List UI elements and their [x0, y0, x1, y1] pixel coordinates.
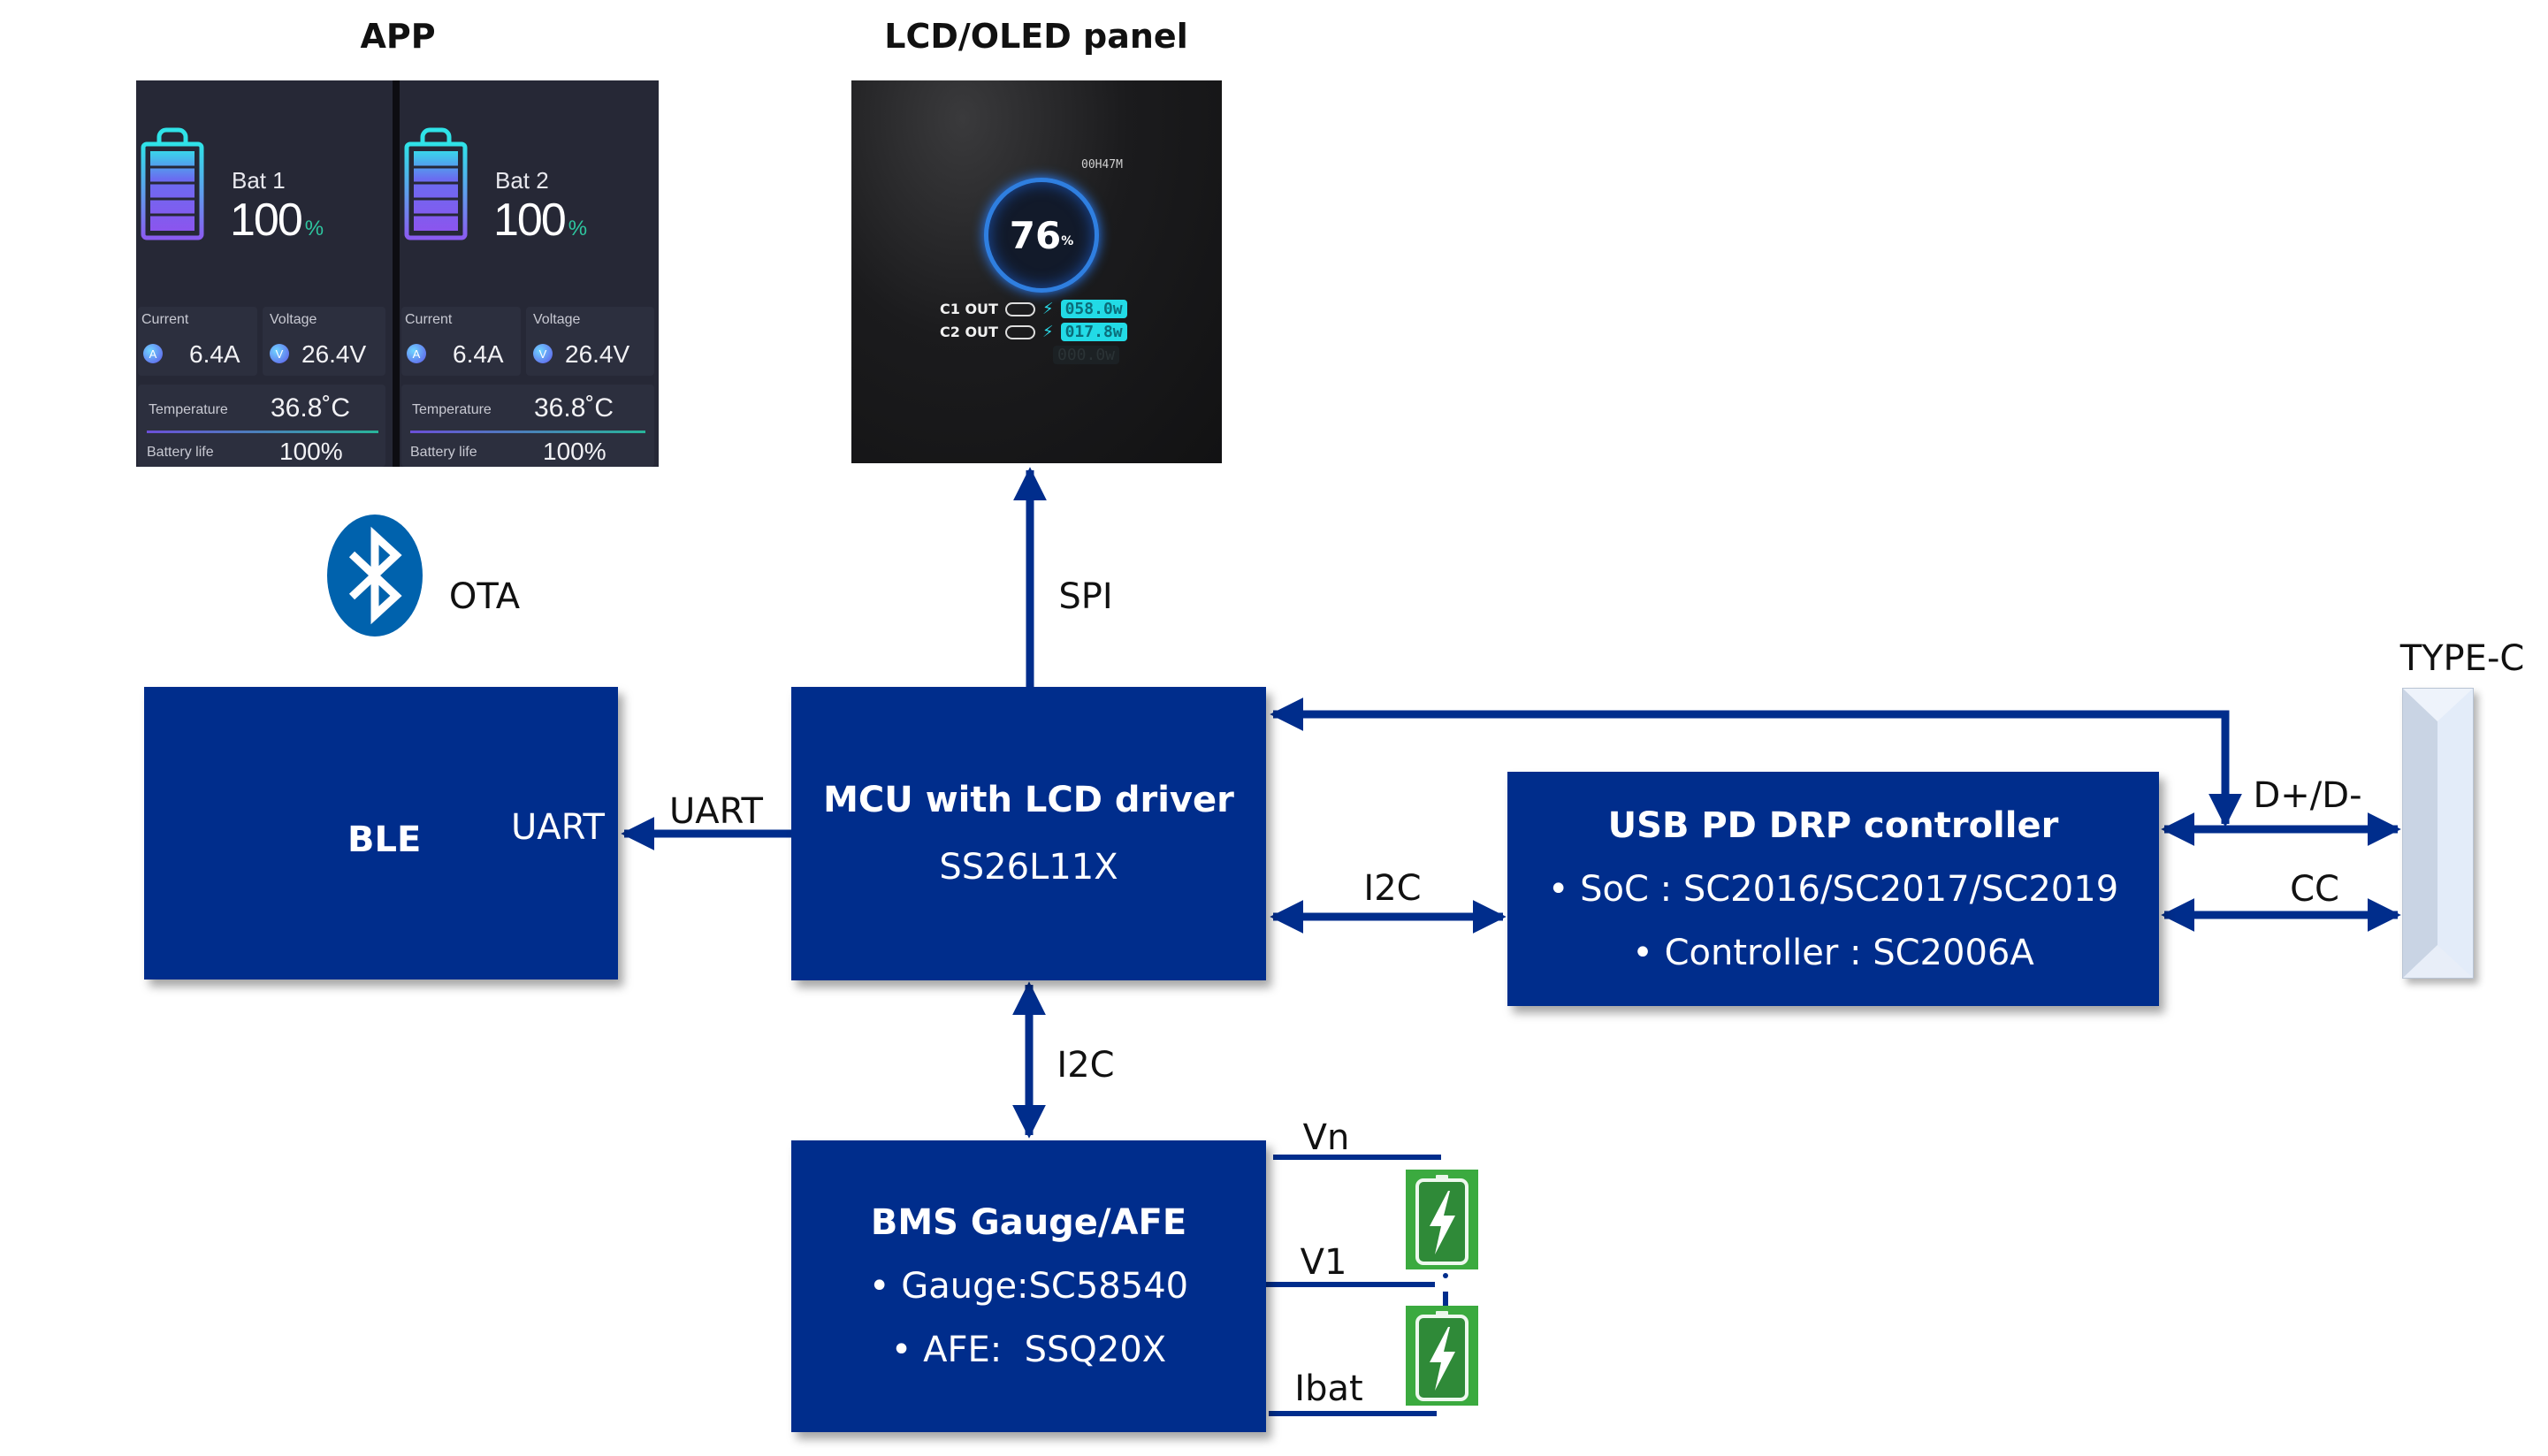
usb-c-plug-icon — [1004, 324, 1035, 339]
lightning-icon: ⚡ — [1041, 300, 1054, 318]
uart-label: UART — [669, 791, 763, 832]
stats-card: Temperature 36.8˚C Battery life 100% — [401, 385, 654, 467]
battery-percent: 100% — [230, 194, 324, 246]
temperature-bar — [147, 431, 378, 433]
stats-card: Temperature 36.8˚C Battery life 100% — [138, 385, 385, 467]
battery-name: Bat 2 — [495, 167, 549, 194]
current-value: 6.4A — [189, 340, 240, 368]
temperature-bar — [410, 431, 645, 433]
voltage-card: Voltage V 26.4V — [526, 307, 654, 376]
app-battery-card-2: Bat 2 100% Current A 6.4A Voltage V 26.4… — [400, 80, 659, 467]
voltage-icon: V — [533, 344, 553, 363]
app-battery-card-1: Bat 1 100% Current A 6.4A Voltage V 26.4… — [136, 80, 393, 467]
battery-life-value: 100% — [543, 438, 606, 465]
output-power: 058.0w — [1060, 300, 1127, 318]
battery-cell-icon — [1406, 1170, 1478, 1269]
output-label: C1 OUT — [940, 301, 998, 317]
usb-pd-controller: • Controller : SC2006A — [1632, 932, 2034, 973]
ble-block: BLE UART — [144, 687, 618, 980]
v1-label: V1 — [1300, 1242, 1347, 1283]
cc-label: CC — [2290, 869, 2339, 910]
usb-pd-title: USB PD DRP controller — [1607, 804, 2059, 846]
battery-life-label: Battery life — [147, 445, 214, 460]
current-label: Current — [405, 312, 453, 327]
lcd-output-row: C1 OUT ⚡ 058.0w — [940, 300, 1127, 318]
lightning-icon: ⚡ — [1041, 323, 1054, 341]
temperature-value: 36.8˚C — [271, 393, 351, 423]
i2c-bms-label: I2C — [1057, 1045, 1115, 1086]
mcu-block: MCU with LCD driver SS26L11X — [791, 687, 1266, 980]
type-c-label: TYPE-C — [2399, 638, 2525, 679]
type-c-connector-icon — [2402, 688, 2474, 979]
temperature-label: Temperature — [149, 402, 228, 417]
cell-link-dot — [1443, 1273, 1448, 1278]
lcd-time: 00H47M — [1081, 158, 1123, 172]
ibat-label: Ibat — [1294, 1368, 1363, 1409]
lcd-panel-title: LCD/OLED panel — [884, 17, 1188, 56]
current-card: Current A 6.4A — [138, 307, 257, 376]
dp-dm-to-mcu-arrow — [1270, 698, 2242, 827]
battery-name: Bat 1 — [232, 167, 286, 194]
charge-ring: 76% — [984, 178, 1099, 293]
usb-pd-block: USB PD DRP controller • SoC : SC2016/SC2… — [1507, 772, 2159, 1006]
bms-title: BMS Gauge/AFE — [870, 1202, 1187, 1243]
app-title: APP — [360, 17, 436, 56]
ble-title: BLE — [347, 819, 422, 860]
current-card: Current A 6.4A — [401, 307, 521, 376]
bms-gauge: • Gauge:SC58540 — [868, 1266, 1189, 1307]
battery-life-label: Battery life — [410, 445, 477, 460]
ota-label: OTA — [448, 576, 521, 617]
battery-life-value: 100% — [279, 438, 343, 465]
voltage-label: Voltage — [533, 312, 581, 327]
vn-label: Vn — [1302, 1117, 1350, 1158]
output-power: 017.8w — [1060, 323, 1127, 341]
app-divider — [393, 80, 400, 467]
bms-block: BMS Gauge/AFE • Gauge:SC58540 • AFE: SSQ… — [791, 1140, 1266, 1432]
mcu-part-number: SS26L11X — [939, 847, 1118, 888]
battery-percent: 100% — [493, 194, 587, 246]
voltage-value: 26.4V — [565, 340, 630, 368]
usb-pd-soc: • SoC : SC2016/SC2017/SC2019 — [1547, 868, 2119, 910]
current-icon: A — [407, 344, 426, 363]
battery-level-icon — [141, 127, 204, 240]
bms-afe: • AFE: SSQ20X — [890, 1330, 1167, 1370]
current-value: 6.4A — [453, 340, 504, 368]
current-label: Current — [141, 312, 189, 327]
app-screenshot: Bat 1 100% Current A 6.4A Voltage V 26.4… — [136, 80, 659, 467]
battery-cell-icon — [1406, 1306, 1478, 1406]
lcd-ghost-output: 000.0w — [1053, 346, 1120, 364]
bluetooth-icon — [327, 515, 423, 637]
lcd-panel-photo: 00H47M 76% C1 OUT ⚡ 058.0w C2 OUT ⚡ 017.… — [851, 80, 1222, 463]
temperature-label: Temperature — [412, 402, 492, 417]
ble-uart-port: UART — [511, 807, 605, 848]
voltage-label: Voltage — [270, 312, 317, 327]
voltage-card: Voltage V 26.4V — [263, 307, 385, 376]
dp-dm-label: D+/D- — [2253, 775, 2362, 816]
battery-level-icon — [404, 127, 468, 240]
charge-percent: 76% — [1009, 213, 1074, 257]
current-icon: A — [143, 344, 163, 363]
usb-c-plug-icon — [1004, 301, 1035, 316]
mcu-title: MCU with LCD driver — [823, 780, 1234, 820]
spi-label: SPI — [1058, 576, 1113, 617]
voltage-icon: V — [270, 344, 289, 363]
lcd-output-row: C2 OUT ⚡ 017.8w — [940, 323, 1127, 341]
output-label: C2 OUT — [940, 324, 998, 340]
i2c-usb-label: I2C — [1363, 868, 1422, 909]
voltage-value: 26.4V — [301, 340, 367, 368]
temperature-value: 36.8˚C — [534, 393, 614, 423]
